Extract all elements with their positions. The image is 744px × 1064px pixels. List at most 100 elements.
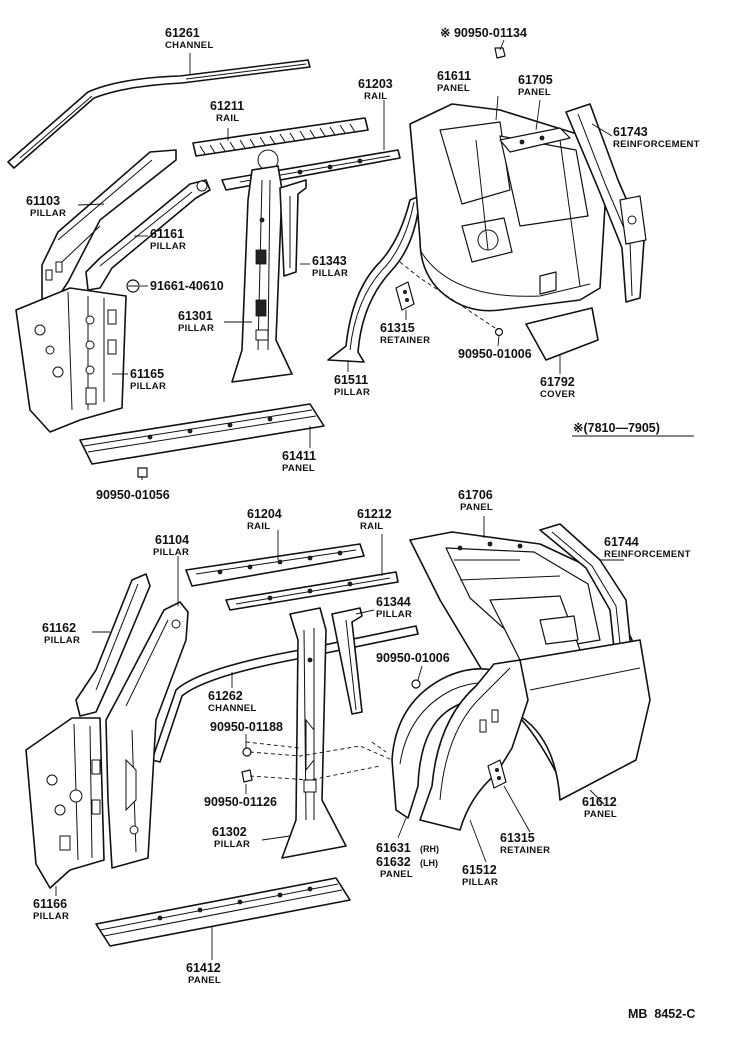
label-61632-suffix: (LH) <box>420 858 438 868</box>
retainer-61315-top-drawing <box>395 281 415 311</box>
label-61792-name: COVER <box>540 389 575 400</box>
label-61161-name: PILLAR <box>150 241 186 252</box>
pillar-61344-drawing <box>331 607 363 715</box>
retainer-61315-bottom-drawing <box>487 759 507 789</box>
label-61706-name: PANEL <box>460 502 493 513</box>
label-61315-top-name: RETAINER <box>380 335 430 346</box>
label-61743-name: REINFORCEMENT <box>613 139 700 150</box>
plug-90950-01006-top-drawing <box>494 327 504 337</box>
label-61204-number: 61204 <box>247 507 282 521</box>
channel-61261-drawing <box>7 59 311 169</box>
label-90950-01134-number: ※ 90950-01134 <box>440 26 527 40</box>
pillar-61343-drawing <box>279 179 307 277</box>
label-61212-name: RAIL <box>360 521 383 532</box>
label-61344-number: 61344 <box>376 595 411 609</box>
label-61343-name: PILLAR <box>312 268 348 279</box>
label-61104-name: PILLAR <box>153 547 189 558</box>
label-61261-number: 61261 <box>165 26 200 40</box>
label-61511-name: PILLAR <box>334 387 370 398</box>
label-61512-number: 61512 <box>462 863 497 877</box>
label-61104-number: 61104 <box>155 533 189 547</box>
label-61204-name: RAIL <box>247 521 270 532</box>
label-61262-number: 61262 <box>208 689 243 703</box>
label-61411-number: 61411 <box>282 449 316 463</box>
label-61161-number: 61161 <box>150 227 184 241</box>
label-7810-7905-note: ※(7810—7905) <box>573 421 660 435</box>
panel-61611-drawing <box>409 103 607 312</box>
label-61412-name: PANEL <box>188 975 221 986</box>
label-61212-number: 61212 <box>357 507 392 521</box>
label-61631-suffix: (RH) <box>420 844 439 854</box>
label-61166-number: 61166 <box>33 897 67 911</box>
label-61612-name: PANEL <box>584 809 617 820</box>
label-90950-01006-bottom-number: 90950-01006 <box>376 651 450 665</box>
label-61166-name: PILLAR <box>33 911 69 922</box>
label-61203-number: 61203 <box>358 77 393 91</box>
label-61203-name: RAIL <box>364 91 387 102</box>
label-61632-name: PANEL <box>380 869 413 880</box>
panel-61612-drawing <box>519 639 651 801</box>
label-61162-name: PILLAR <box>44 635 80 646</box>
label-61302-name: PILLAR <box>214 839 250 850</box>
label-61103-name: PILLAR <box>30 208 66 219</box>
label-61344-name: PILLAR <box>376 609 412 620</box>
label-61315-bottom-name: RETAINER <box>500 845 550 856</box>
panel-61411-drawing <box>79 403 325 465</box>
label-61743-number: 61743 <box>613 125 648 139</box>
label-61511-number: 61511 <box>334 373 368 387</box>
cover-61792-drawing <box>525 307 599 361</box>
label-61165-number: 61165 <box>130 367 164 381</box>
label-61412-number: 61412 <box>186 961 221 975</box>
label-61411-name: PANEL <box>282 463 315 474</box>
label-90950-01188-number: 90950-01188 <box>210 720 283 734</box>
pillar-61301-drawing <box>231 165 293 383</box>
pillar-61512-drawing <box>419 659 529 831</box>
pillar-61161-drawing <box>85 179 211 291</box>
label-61706-number: 61706 <box>458 488 493 502</box>
label-90950-01006-top-number: 90950-01006 <box>458 347 532 361</box>
label-61302-number: 61302 <box>212 825 247 839</box>
panel-61412-drawing <box>95 877 351 947</box>
rail-61212-drawing <box>225 571 399 611</box>
label-61744-name: REINFORCEMENT <box>604 549 691 560</box>
label-61211-name: RAIL <box>216 113 239 124</box>
rail-61203-drawing <box>221 149 401 191</box>
label-61301-name: PILLAR <box>178 323 214 334</box>
pillar-61104-drawing <box>105 601 189 869</box>
label-61262-name: CHANNEL <box>208 703 257 714</box>
label-90950-01056-number: 90950-01056 <box>96 488 170 502</box>
channel-61262-drawing <box>151 625 419 763</box>
rail-61204-drawing <box>185 543 365 587</box>
pillar-61302-drawing <box>281 607 347 859</box>
rail-61211-drawing <box>192 117 369 157</box>
label-61744-number: 61744 <box>604 535 639 549</box>
label-61705-number: 61705 <box>518 73 553 87</box>
label-61631-number: 61631 <box>376 841 411 855</box>
label-61632-number: 61632 <box>376 855 411 869</box>
label-61103-number: 61103 <box>26 194 60 208</box>
label-61301-number: 61301 <box>178 309 213 323</box>
pillar-61162-drawing <box>75 573 151 717</box>
label-61315-bottom-number: 61315 <box>500 831 535 845</box>
plug-90950-01188-drawing <box>242 747 252 757</box>
label-61261-name: CHANNEL <box>165 40 214 51</box>
label-61512-name: PILLAR <box>462 877 498 888</box>
label-61612-number: 61612 <box>582 795 617 809</box>
label-61611-number: 61611 <box>437 69 471 83</box>
label-61211-number: 61211 <box>210 99 244 113</box>
pillar-61166-drawing <box>25 717 105 889</box>
plug-90950-01126-drawing <box>241 769 253 783</box>
plug-90950-01056-drawing <box>137 467 148 478</box>
label-61315-top-number: 61315 <box>380 321 415 335</box>
diagram-code: MB 8452-C <box>628 1007 695 1021</box>
reinforcement-61743-drawing <box>565 103 647 303</box>
label-61792-number: 61792 <box>540 375 575 389</box>
label-61343-number: 61343 <box>312 254 347 268</box>
label-91661-40610-number: 91661-40610 <box>150 279 224 293</box>
label-61611-name: PANEL <box>437 83 470 94</box>
label-90950-01126-number: 90950-01126 <box>204 795 277 809</box>
label-61705-name: PANEL <box>518 87 551 98</box>
panel-61705-drawing <box>499 127 571 153</box>
label-61165-name: PILLAR <box>130 381 166 392</box>
